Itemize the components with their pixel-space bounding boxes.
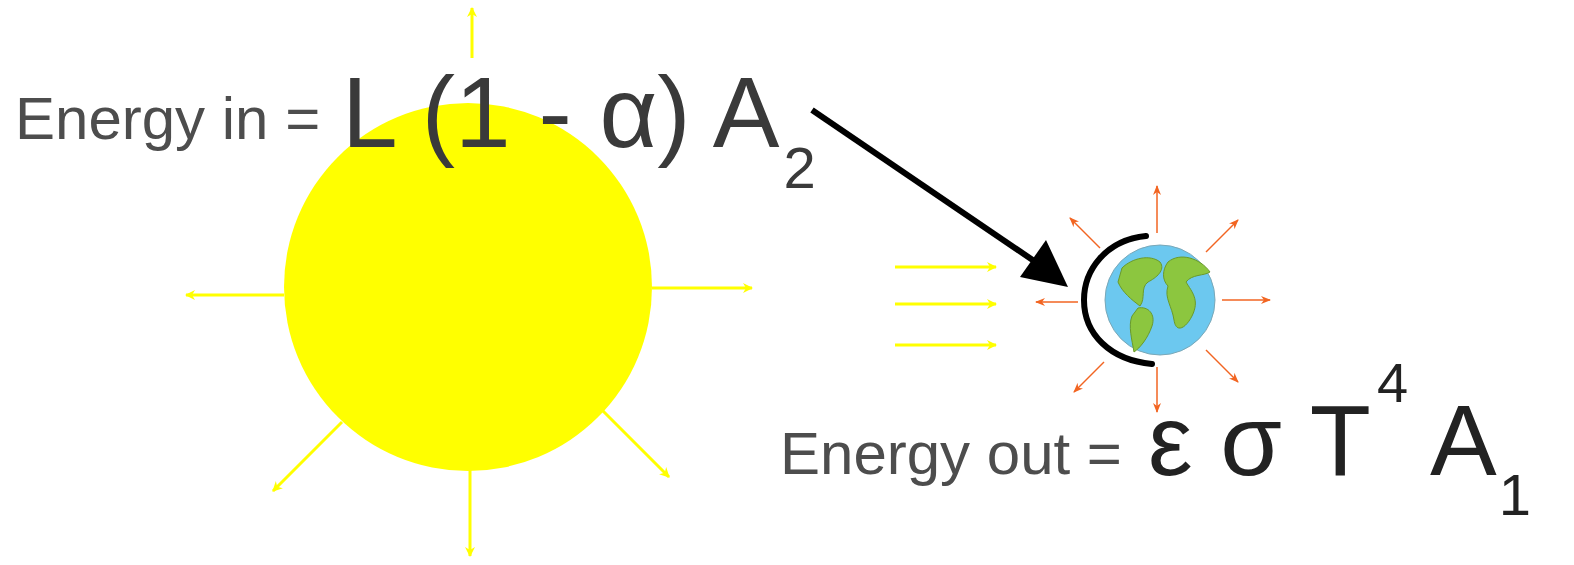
formula-label: Energy in = bbox=[15, 89, 320, 149]
formula-label: Energy out = bbox=[780, 424, 1122, 484]
formula-label: ε σ T bbox=[1148, 390, 1371, 490]
earth bbox=[1036, 186, 1270, 412]
formula-label: 2 bbox=[784, 139, 816, 197]
formula-label: 1 bbox=[1499, 466, 1531, 524]
formula-label: A bbox=[1430, 390, 1497, 490]
formula-label: 4 bbox=[1377, 355, 1408, 411]
formula-label: L (1 - α) A bbox=[342, 62, 780, 162]
pointer-arrow bbox=[812, 110, 1068, 287]
